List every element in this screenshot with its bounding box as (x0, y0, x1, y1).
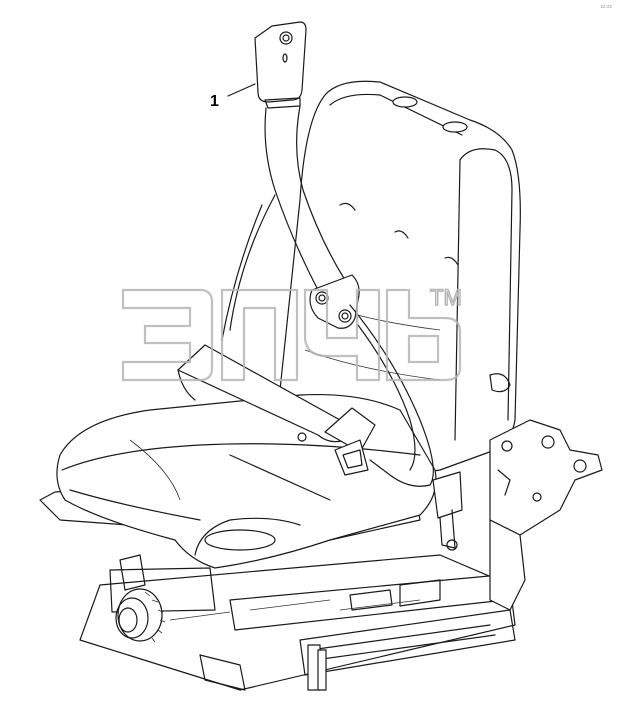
seat-backrest (279, 80, 521, 476)
buckle-receptacle (432, 471, 463, 551)
callout-label: 1 (210, 93, 219, 110)
callout-1: 1 (210, 83, 256, 110)
seat-cushion (56, 394, 437, 569)
callout-leader-line (227, 83, 256, 97)
corner-mark: zz:zz (600, 4, 612, 10)
adjustment-knob (115, 588, 166, 643)
watermark-trademark: TM (430, 285, 462, 310)
side-bracket (489, 419, 603, 611)
seat-belt (177, 21, 434, 487)
watermark-logo: TM (121, 284, 462, 382)
